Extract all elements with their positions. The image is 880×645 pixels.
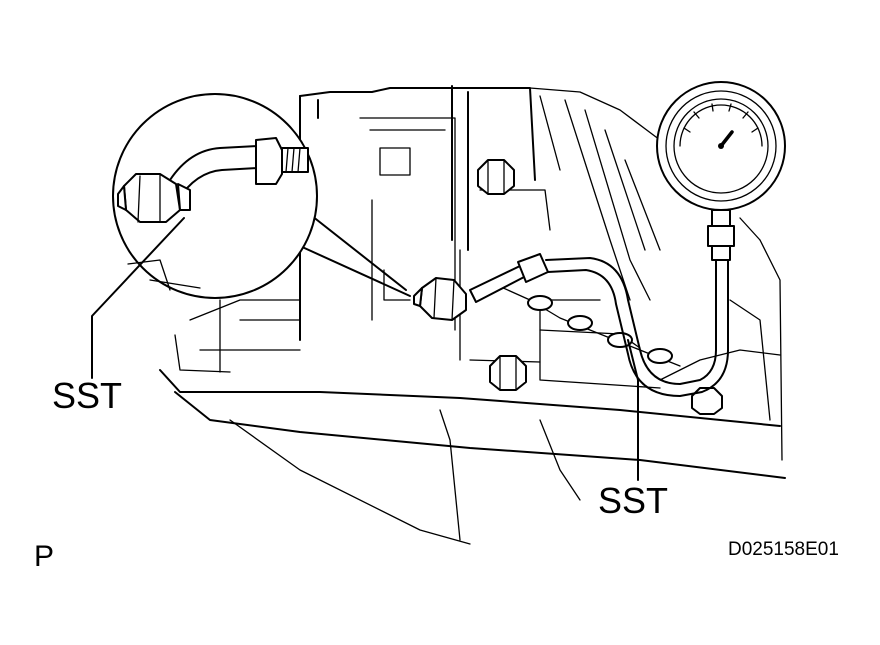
sst-hose xyxy=(469,253,729,397)
figure-code-label: D025158E01 xyxy=(728,539,839,560)
detail-hose-fitting xyxy=(169,137,309,201)
transmission-case xyxy=(159,85,786,545)
view-marker-label: P xyxy=(34,540,55,573)
sst-label-left: SST xyxy=(52,375,123,416)
wire-harness xyxy=(489,281,681,367)
sst-right-leader-line xyxy=(627,339,639,481)
magnified-detail-view xyxy=(112,93,411,299)
case-bolt xyxy=(477,159,515,195)
sst-label-right: SST xyxy=(598,480,669,521)
case-bolt xyxy=(489,355,527,391)
test-port-fitting xyxy=(413,277,467,321)
detail-bolt xyxy=(117,173,191,223)
case-bolt xyxy=(691,387,723,415)
pressure-gauge xyxy=(656,81,786,261)
sst-left-leader-line xyxy=(91,217,185,379)
